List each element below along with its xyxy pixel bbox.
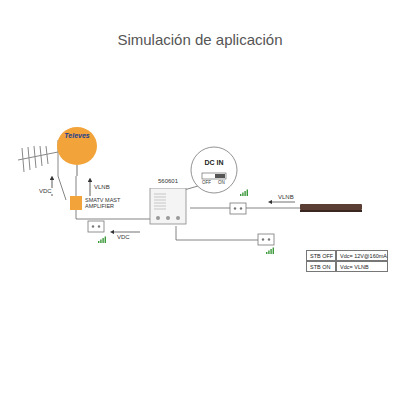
callout-circle: DC IN OFF ON [190, 146, 238, 194]
device-housing [150, 188, 186, 224]
signal-bar [273, 248, 274, 255]
f-connector [176, 216, 180, 220]
signal-bar [266, 252, 267, 254]
signal-bar [270, 249, 271, 254]
f-connector [156, 216, 160, 220]
signal-label: VLNB [277, 194, 295, 200]
signal-label: VDC [38, 188, 53, 194]
vent-slot [154, 197, 166, 198]
vent-slot [154, 200, 166, 201]
brand-logo: Televes [55, 126, 99, 139]
signal-bar [268, 251, 269, 255]
callout-outline [190, 146, 238, 194]
table-cell: Vdc= VLNB [336, 261, 388, 272]
signal-label: VLNB [93, 184, 111, 190]
switch-label: OFF [202, 180, 211, 185]
signal-bar [100, 240, 101, 244]
signal-bar [247, 190, 248, 197]
device-body [146, 188, 190, 226]
switch-body [202, 173, 226, 179]
socket-port [240, 207, 242, 209]
wall-socket [258, 234, 274, 245]
vlnb-arrow [90, 180, 91, 196]
cable-connector [76, 210, 150, 219]
wall-socket [88, 221, 104, 232]
signal-bar [98, 241, 99, 243]
table-cell: STB ON [306, 261, 336, 272]
socket-port [92, 225, 94, 227]
signal-bar [105, 237, 106, 244]
vdc-arrow [112, 232, 140, 233]
signal-bar [102, 238, 103, 243]
vent-slot [154, 209, 166, 210]
f-connector [166, 216, 170, 220]
socket-port [268, 238, 270, 240]
vent-slot [154, 194, 166, 195]
amplifier-label: SMATV MAST AMPLIFIER [85, 197, 125, 209]
set-top-box [300, 204, 362, 210]
amplifier-box [70, 196, 82, 210]
signal-bar [242, 193, 243, 197]
dish-arm [76, 165, 77, 176]
power-inserter: 560601 [146, 178, 190, 226]
vent-slot [154, 203, 166, 204]
port-label: DC IN [190, 159, 238, 166]
table-cell: Vdc= 12V@160mA [336, 250, 388, 261]
model-number: 560601 [146, 178, 190, 184]
antenna-cable [58, 176, 66, 200]
cable-connector [76, 176, 77, 196]
signal-bar [244, 191, 245, 196]
set-top-box-front [300, 210, 362, 212]
table-cell: STB OFF [306, 250, 336, 261]
vlnb-arrow [270, 202, 295, 203]
amplifier-body [70, 196, 82, 210]
switch-lever [215, 174, 225, 178]
socket-port [262, 238, 264, 240]
satellite-dish: Televes [55, 126, 99, 176]
signal-label: VDC [116, 234, 131, 240]
vent-slot [154, 206, 166, 207]
socket-port [234, 207, 236, 209]
mast-amplifier: SMATV MAST AMPLIFIER [70, 196, 150, 210]
signal-bar [240, 194, 241, 196]
cable [176, 226, 258, 240]
socket-port [98, 225, 100, 227]
terrestrial-antenna [18, 140, 58, 176]
switch-label: ON [218, 180, 225, 185]
wall-socket [230, 203, 246, 214]
diagram-title: Simulación de aplicación [0, 31, 400, 48]
callout-ring [191, 147, 237, 193]
